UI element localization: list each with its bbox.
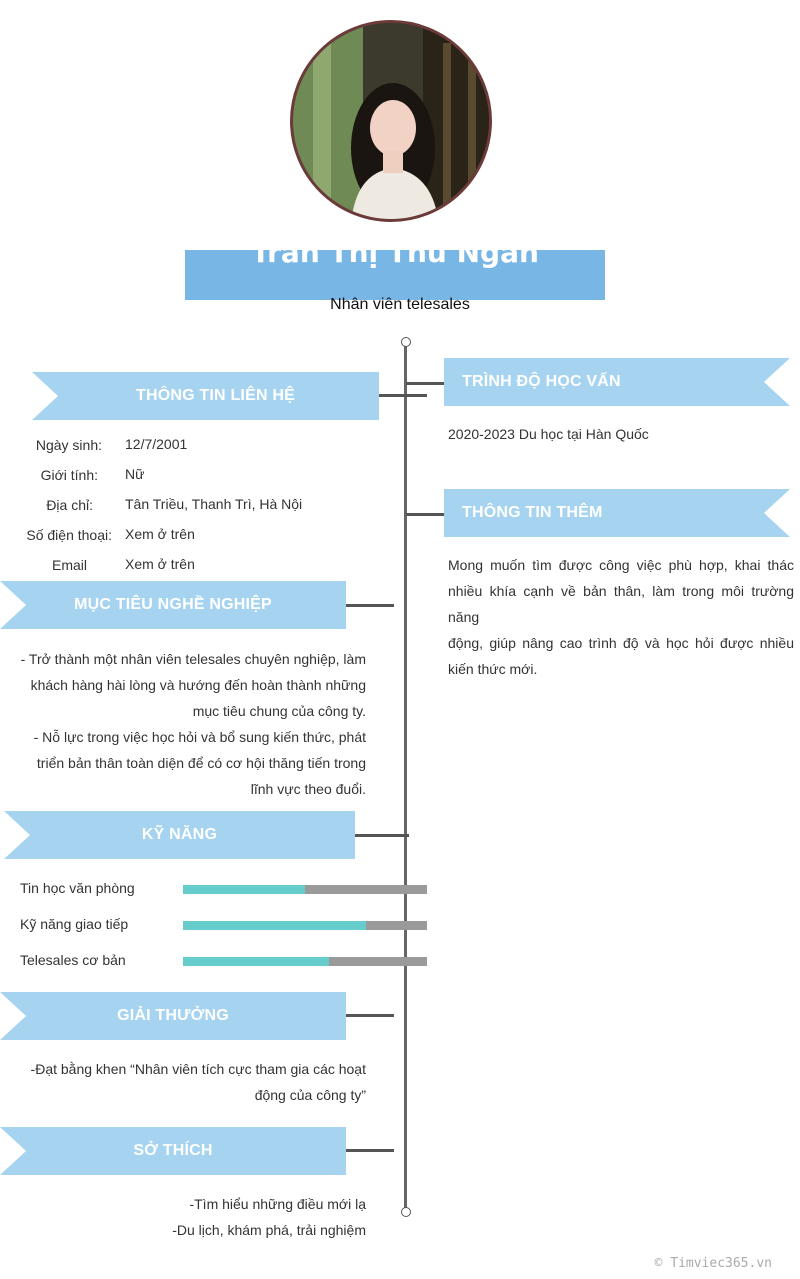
skill-bar-fill [183, 885, 305, 894]
banner-shape [32, 372, 379, 420]
contact-value-dob: 12/7/2001 [125, 436, 188, 452]
contact-value-email: Xem ở trên [125, 556, 195, 572]
skill-bar-fill [183, 921, 366, 930]
extra-text: Mong muốn tìm được công việc phù hợp, kh… [448, 552, 794, 682]
skills-section-banner: KỸ NĂNG [4, 811, 355, 859]
objective-line: - Trở thành một nhân viên telesales chuy… [20, 651, 366, 667]
education-section-title: TRÌNH ĐỘ HỌC VẤN [462, 373, 621, 390]
contact-label-dob: Ngày sinh: [35, 437, 102, 453]
skill-bar [183, 957, 427, 966]
contact-label-address: Địa chỉ: [46, 497, 93, 513]
name-banner: Trần Thị Thu Ngân [185, 250, 605, 300]
skill-bar [183, 921, 427, 930]
awards-text: -Đạt bằng khen “Nhân viên tích cực tham … [10, 1056, 366, 1108]
timeline-line [404, 342, 407, 1212]
extra-section-banner: THÔNG TIN THÊM [444, 489, 790, 537]
timeline-bottom-dot [401, 1207, 411, 1217]
contact-label-phone: Số điện thoại: [26, 527, 112, 543]
extra-line: Mong muốn tìm được công việc phù hợp, kh… [448, 557, 794, 573]
objective-text: - Trở thành một nhân viên telesales chuy… [10, 646, 366, 802]
skill-label: Telesales cơ bản [20, 952, 126, 968]
contact-value-gender: Nữ [125, 466, 145, 482]
skill-bar [183, 885, 427, 894]
contact-section-title: THÔNG TIN LIÊN HỆ [136, 387, 295, 404]
banner-shape [444, 489, 790, 537]
objective-line: khách hàng hài lòng và hướng đến hoàn th… [30, 677, 366, 693]
contact-value-address: Tân Triều, Thanh Trì, Hà Nội [125, 496, 303, 512]
banner-shape [0, 581, 346, 629]
skill-label: Tin học văn phòng [20, 880, 135, 896]
contact-label-gender: Giới tính: [40, 467, 98, 483]
banner-shape [0, 1127, 346, 1175]
watermark: © Timviec365.vn [654, 1256, 772, 1271]
connector-hobbies [346, 1149, 394, 1152]
contact-value-phone: Xem ở trên [125, 526, 195, 542]
connector-contact [379, 394, 427, 397]
skill-label: Kỹ năng giao tiếp [20, 916, 129, 932]
objective-line: - Nỗ lực trong việc học hỏi và bổ sung k… [33, 729, 366, 745]
education-section-banner: TRÌNH ĐỘ HỌC VẤN [444, 358, 790, 406]
awards-section-banner: GIẢI THƯỞNG [0, 992, 346, 1040]
extra-section-title: THÔNG TIN THÊM [462, 504, 603, 521]
extra-line: kiến thức mới. [448, 661, 538, 677]
banner-shape [0, 992, 346, 1040]
hobbies-text: -Tìm hiểu những điều mới lạ -Du lịch, kh… [10, 1191, 366, 1243]
objective-line: lĩnh vực theo đuổi. [250, 781, 366, 797]
education-text: 2020-2023 Du học tại Hàn Quốc [448, 426, 649, 442]
connector-objective [346, 604, 394, 607]
extra-line: động, giúp nâng cao trình độ và học hỏi … [448, 635, 794, 651]
contact-section-banner: THÔNG TIN LIÊN HỆ [32, 372, 379, 420]
objective-line: triển bản thân toàn diện để có cơ hội th… [36, 755, 366, 771]
skill-bar-fill [183, 957, 330, 966]
connector-extra [406, 513, 444, 516]
objective-line: mục tiêu chung của công ty. [192, 703, 366, 719]
connector-skills [355, 834, 409, 837]
profile-photo [290, 20, 492, 222]
hobbies-line: -Du lịch, khám phá, trải nghiệm [172, 1222, 366, 1238]
objective-section-banner: MỤC TIÊU NGHỀ NGHIỆP [0, 581, 346, 629]
hobbies-section-banner: SỞ THÍCH [0, 1127, 346, 1175]
candidate-name: Trần Thị Thu Ngân [251, 250, 539, 269]
profile-photo-illustration [293, 23, 489, 219]
banner-shape [444, 358, 790, 406]
awards-section-title: GIẢI THƯỞNG [117, 1007, 229, 1024]
job-title: Nhân viên telesales [330, 296, 470, 313]
timeline-top-dot [401, 337, 411, 347]
hobbies-section-title: SỞ THÍCH [133, 1142, 213, 1159]
connector-education [406, 382, 444, 385]
awards-line: động của công ty” [254, 1087, 366, 1103]
extra-line: nhiều khía cạnh về bản thân, làm trong m… [448, 583, 794, 625]
awards-line: -Đạt bằng khen “Nhân viên tích cực tham … [30, 1061, 366, 1077]
banner-shape [4, 811, 355, 859]
skills-section-title: KỸ NĂNG [141, 826, 218, 843]
contact-label-email: Email [51, 557, 87, 573]
objective-section-title: MỤC TIÊU NGHỀ NGHIỆP [74, 596, 272, 613]
hobbies-line: -Tìm hiểu những điều mới lạ [189, 1196, 366, 1212]
connector-awards [346, 1014, 394, 1017]
